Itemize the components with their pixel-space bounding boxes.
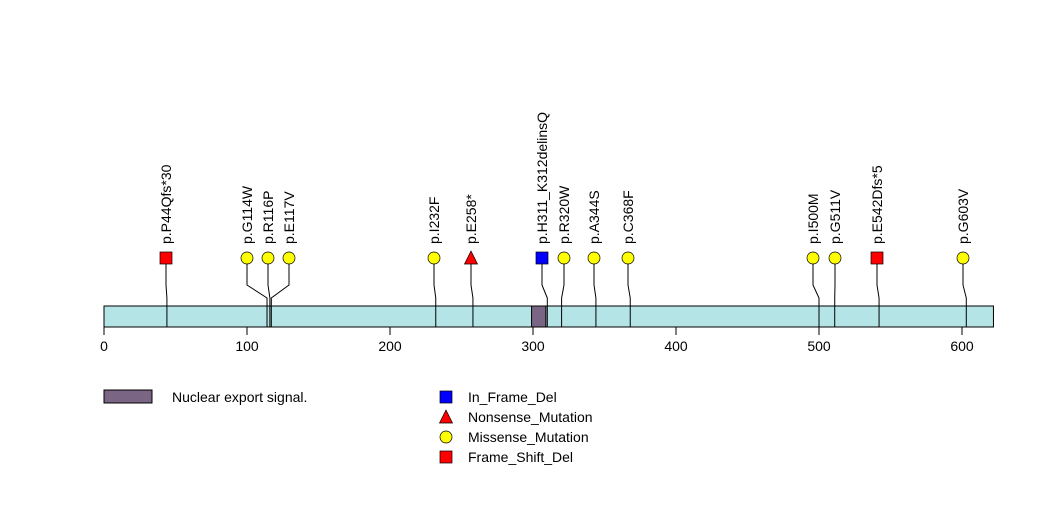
square-marker (160, 252, 172, 264)
mutation-label: p.E542Dfs*5 (869, 165, 885, 244)
mutation-label: p.A344S (586, 190, 602, 244)
x-tick-label: 400 (664, 338, 688, 354)
legend-triangle-icon (440, 410, 453, 423)
mutation-lollipop: p.H311_K312delinsQ (534, 112, 550, 327)
missense-marker (829, 252, 841, 264)
mutation-label: p.G114W (239, 185, 255, 244)
x-tick-label: 100 (235, 338, 259, 354)
x-tick-label: 300 (521, 338, 545, 354)
legend-mutation-label: Missense_Mutation (468, 429, 589, 445)
square-marker (871, 252, 883, 264)
legend-domain-label: Nuclear export signal. (172, 389, 307, 405)
x-tick-label: 200 (378, 338, 402, 354)
legend-domain-swatch (104, 390, 152, 403)
x-tick-label: 600 (950, 338, 974, 354)
legend-mutation-label: Nonsense_Mutation (468, 409, 593, 425)
mutation-lollipop: p.E542Dfs*5 (869, 165, 885, 327)
mutation-label: p.E117V (281, 191, 297, 244)
legend-square-icon (440, 451, 452, 463)
mutation-label: p.I500M (805, 193, 821, 244)
missense-marker (622, 252, 634, 264)
mutation-label: p.C368F (620, 190, 636, 244)
missense-marker (558, 252, 570, 264)
missense-marker (957, 252, 969, 264)
mutation-label: p.E258* (463, 194, 479, 244)
mutation-label: p.H311_K312delinsQ (534, 112, 550, 244)
mutation-label: p.P44Qfs*30 (158, 164, 174, 244)
x-tick-label: 0 (100, 338, 108, 354)
protein-backbone (104, 306, 993, 327)
missense-marker (241, 252, 253, 264)
missense-marker (283, 252, 295, 264)
mutation-label: p.R320W (556, 185, 572, 244)
mutation-label: p.R116P (260, 191, 276, 244)
missense-marker (588, 252, 600, 264)
legend-mutation-label: Frame_Shift_Del (468, 449, 573, 465)
x-tick-label: 500 (807, 338, 831, 354)
legend-square-icon (440, 391, 452, 403)
mutation-label: p.G511V (827, 189, 843, 244)
mutation-label: p.G603V (955, 188, 971, 244)
legend-mutation-label: In_Frame_Del (468, 389, 557, 405)
mutation-lollipop: p.P44Qfs*30 (158, 164, 174, 327)
missense-marker (428, 252, 440, 264)
legend-circle-icon (440, 431, 452, 443)
missense-marker (807, 252, 819, 264)
mutation-label: p.I232F (426, 197, 442, 244)
square-marker (536, 252, 548, 264)
triangle-marker (465, 251, 478, 264)
domain-nuclear-export-signal (532, 306, 546, 327)
missense-marker (262, 252, 274, 264)
